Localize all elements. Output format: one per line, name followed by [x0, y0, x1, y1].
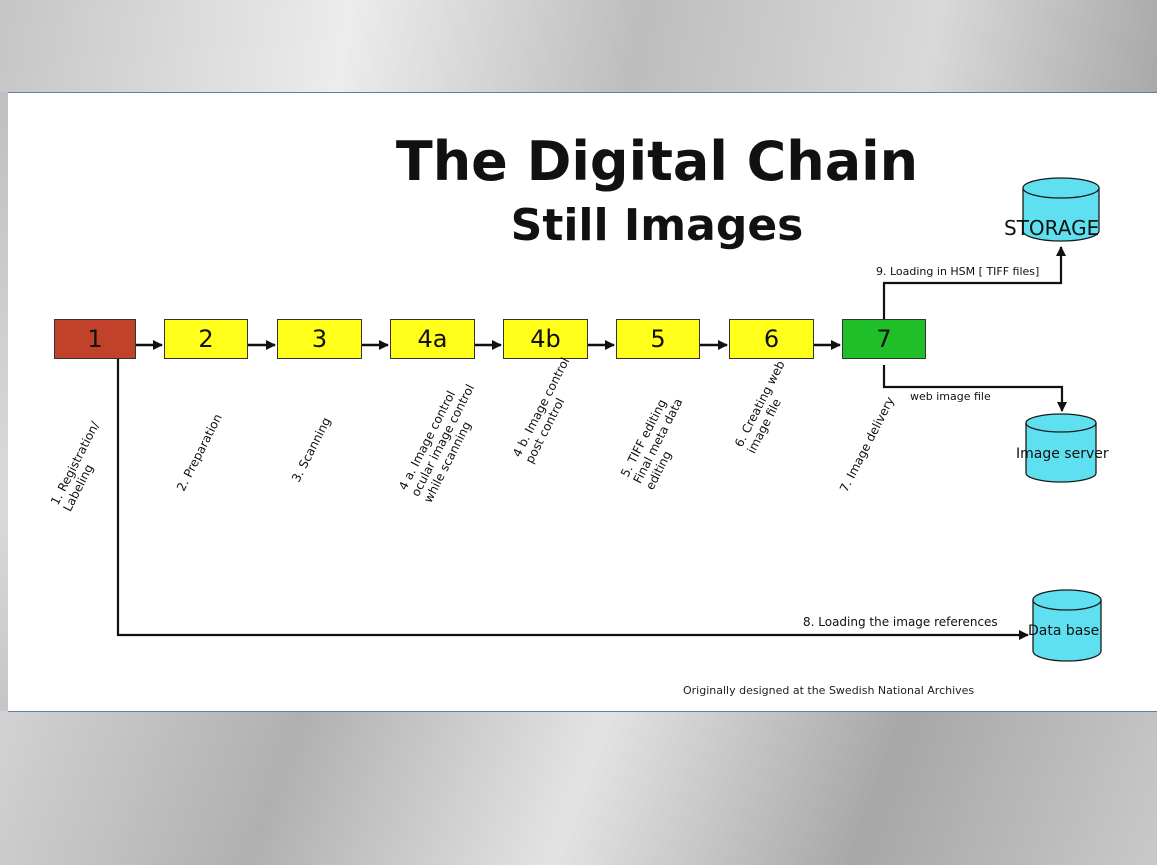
image-server-arrow-label: web image file: [910, 390, 991, 403]
storage-label: STORAGE: [1004, 216, 1100, 240]
database-cylinder: [1032, 589, 1102, 662]
storage-arrow-label: 9. Loading in HSM [ TIFF files]: [876, 265, 1040, 278]
step-box-7: 7: [842, 319, 926, 359]
step-box-4b-label: 4b: [530, 325, 561, 353]
step-box-5: 5: [616, 319, 700, 359]
step-box-4b: 4b: [503, 319, 588, 359]
step-box-3: 3: [277, 319, 362, 359]
step-box-5-label: 5: [650, 325, 666, 353]
image-server-label: Image server: [1016, 446, 1109, 462]
slide-panel: The Digital Chain Still Images: [8, 92, 1157, 712]
database-label: Data base: [1028, 623, 1100, 639]
storage-cylinder: [1022, 177, 1100, 242]
step-box-6: 6: [729, 319, 814, 359]
database-arrow-label: 8. Loading the image references: [803, 615, 998, 629]
title-line-1: The Digital Chain: [395, 130, 919, 193]
background-top: [0, 0, 1157, 92]
flow-connectors: [116, 177, 1102, 662]
credit-text: Originally designed at the Swedish Natio…: [683, 684, 975, 697]
arrow-to-image-server: [882, 365, 1067, 412]
step-box-1: 1: [54, 319, 136, 359]
background-bottom: [0, 711, 1157, 865]
step-box-2-label: 2: [198, 325, 214, 353]
step-box-4a: 4a: [390, 319, 475, 359]
step-box-4a-label: 4a: [417, 325, 448, 353]
step-box-2: 2: [164, 319, 248, 359]
arrow-to-database: [116, 359, 1029, 640]
step-box-1-label: 1: [87, 325, 103, 353]
step-box-3-label: 3: [311, 325, 328, 353]
title-line-2: Still Images: [510, 200, 804, 251]
arrow-to-storage: [882, 246, 1066, 325]
image-server-cylinder: [1025, 413, 1097, 483]
step-box-7-label: 7: [876, 325, 892, 353]
step-box-6-label: 6: [763, 325, 780, 353]
